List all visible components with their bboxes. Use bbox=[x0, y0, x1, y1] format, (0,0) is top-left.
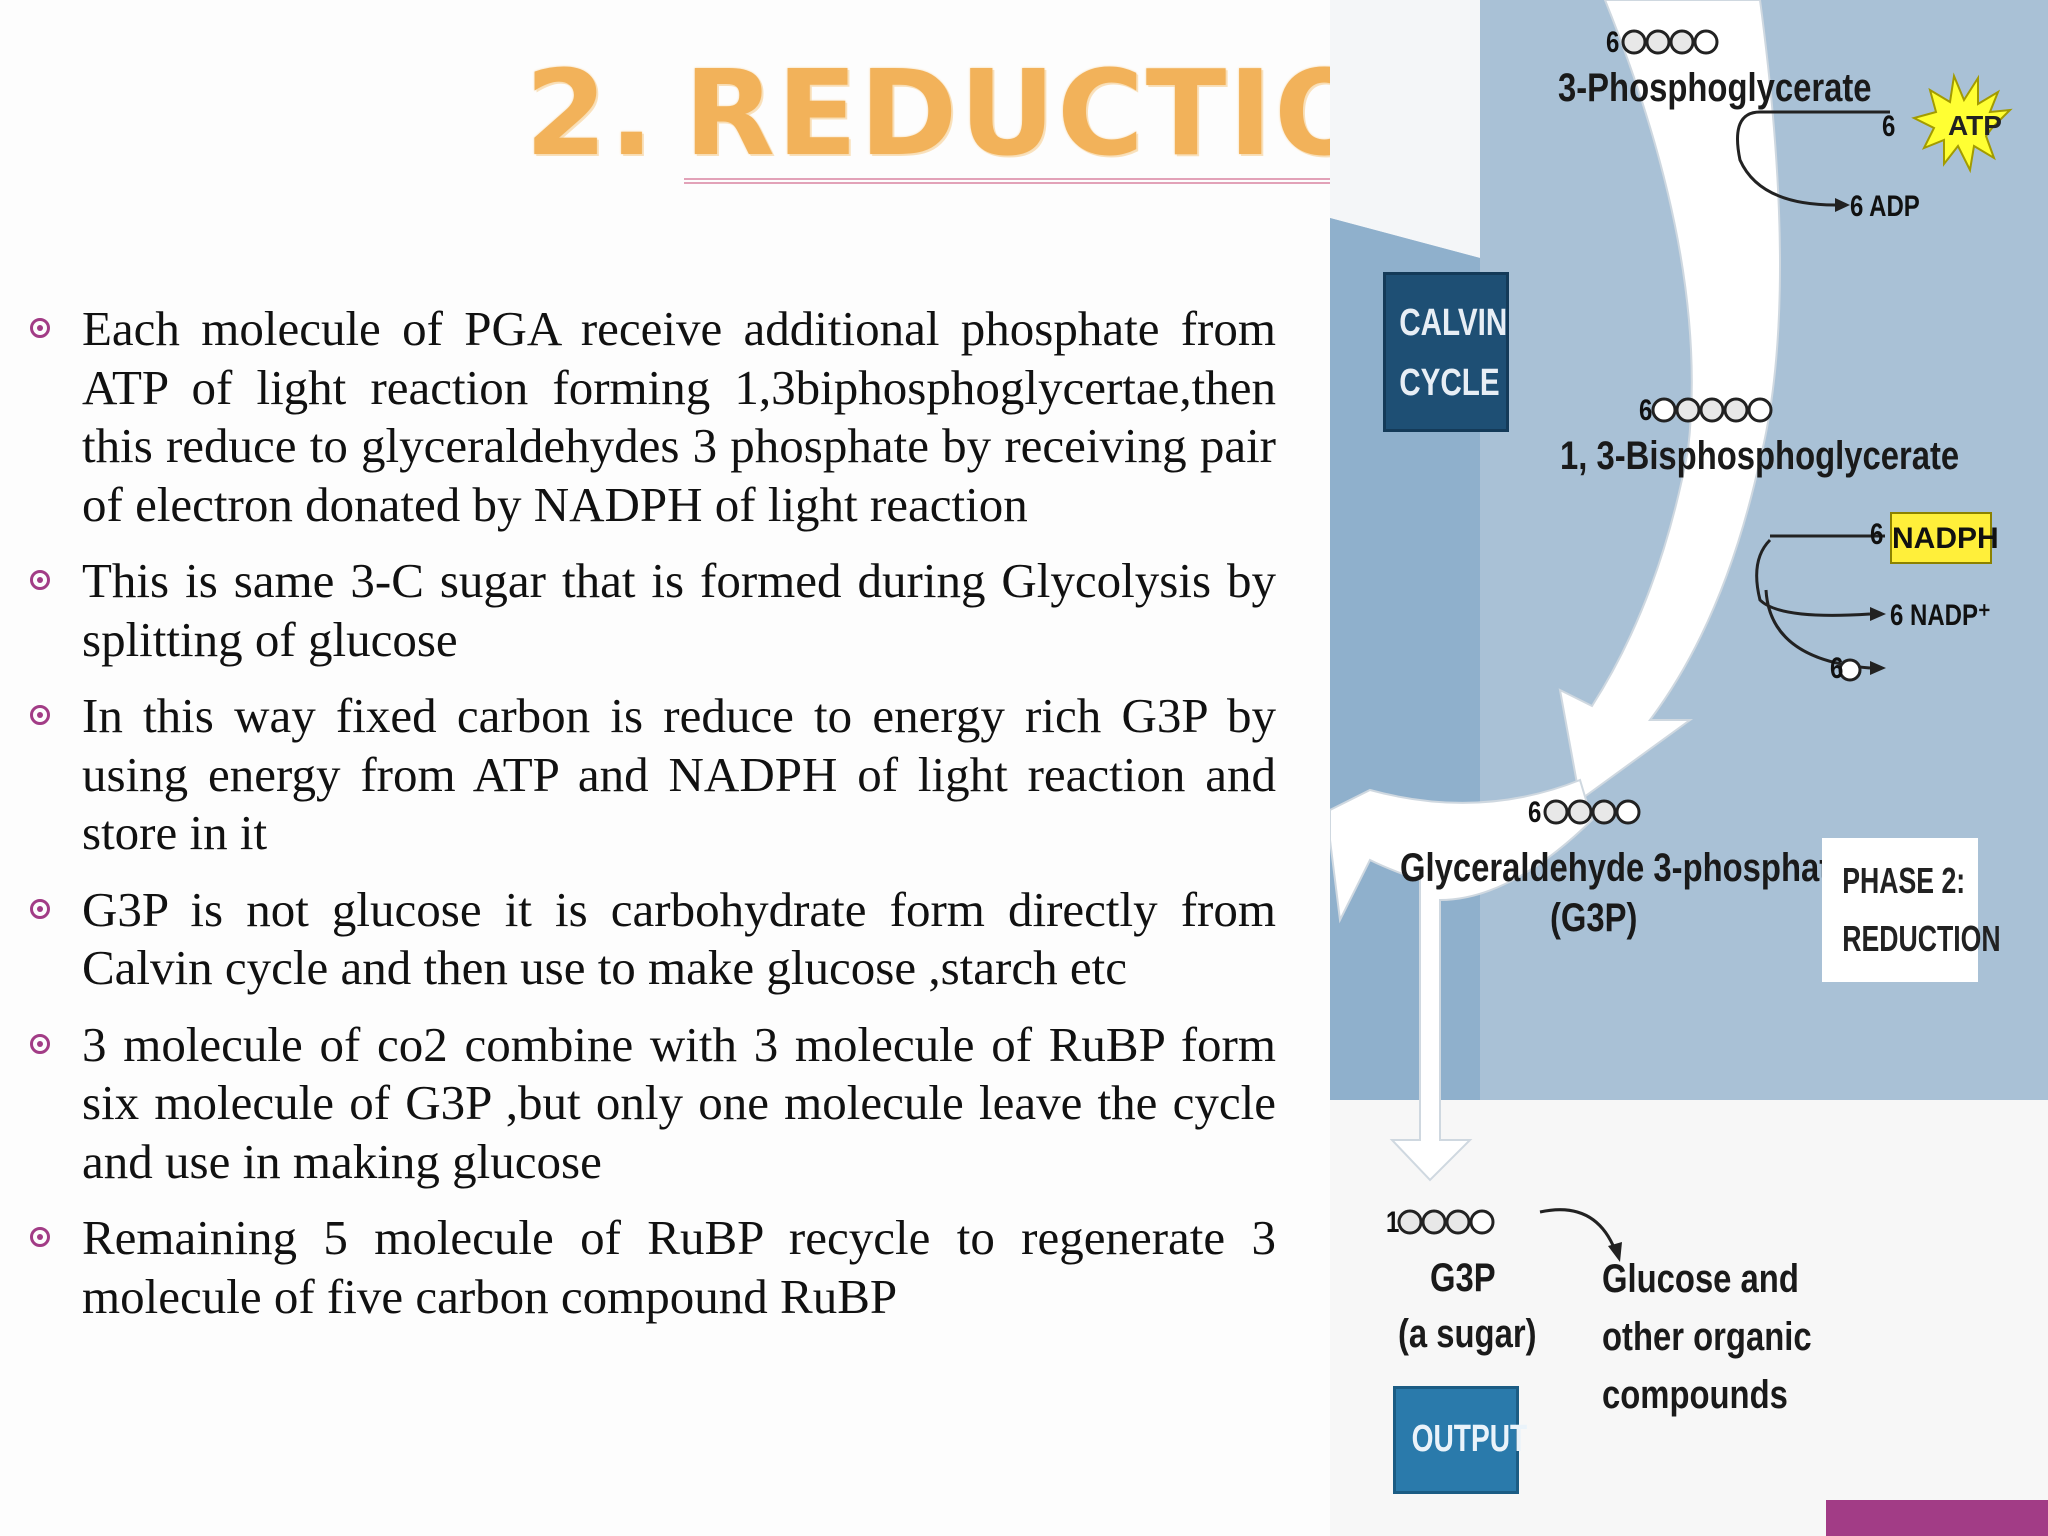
bullet-item: Remaining 5 molecule of RuBP recycle to … bbox=[24, 1209, 1276, 1326]
bullet-icon bbox=[30, 1033, 50, 1054]
bullet-icon bbox=[30, 705, 50, 725]
panel-cutout bbox=[1330, 0, 1480, 258]
molecule-g3p-icon bbox=[1543, 799, 1641, 825]
pi-count: 6 bbox=[1830, 652, 1844, 685]
title-number: 2. bbox=[525, 44, 656, 182]
bullet-icon bbox=[30, 570, 50, 590]
glucose-note: Glucose and other organic compounds bbox=[1602, 1250, 1812, 1424]
bullet-item: 3 molecule of co2 combine with 3 molecul… bbox=[24, 1016, 1276, 1192]
glucose-line-1: Glucose and bbox=[1602, 1257, 1799, 1301]
g3p-label: Glyceraldehyde 3-phosphate bbox=[1400, 846, 1849, 890]
bullet-item: This is same 3-C sugar that is formed du… bbox=[24, 552, 1276, 669]
nadp-label: 6 NADP⁺ bbox=[1890, 599, 1991, 632]
g3p-count: 6 bbox=[1528, 796, 1542, 829]
out-sublabel: (a sugar) bbox=[1398, 1312, 1537, 1356]
bullet-text: G3P is not glucose it is carbohydrate fo… bbox=[82, 881, 1276, 996]
atp-arrow-icon bbox=[1736, 110, 1836, 207]
nadph-arrow-icon bbox=[1755, 538, 1871, 617]
pga-count: 6 bbox=[1606, 26, 1620, 59]
bullet-text: This is same 3-C sugar that is formed du… bbox=[82, 553, 1276, 667]
g3p-sublabel: (G3P) bbox=[1550, 896, 1638, 940]
molecule-out-icon bbox=[1397, 1209, 1495, 1235]
bullet-text: Each molecule of PGA receive additional … bbox=[82, 301, 1276, 532]
bullet-icon bbox=[30, 318, 50, 338]
bullet-text: In this way fixed carbon is reduce to en… bbox=[82, 688, 1276, 860]
bullet-item: Each molecule of PGA receive additional … bbox=[24, 300, 1276, 534]
bullet-item: In this way fixed carbon is reduce to en… bbox=[24, 687, 1276, 863]
pga-label: 3-Phosphoglycerate bbox=[1558, 66, 1872, 110]
phosphate-icon bbox=[1838, 658, 1862, 682]
calvin-cycle-box: CALVIN CYCLE bbox=[1383, 272, 1509, 432]
bullet-list: Each molecule of PGA receive additional … bbox=[24, 300, 1276, 1344]
cycle-arrow-icon bbox=[1558, 0, 1781, 802]
nadph-label: NADPH bbox=[1890, 512, 1999, 564]
molecule-bpg-icon bbox=[1651, 397, 1773, 423]
bullet-text: Remaining 5 molecule of RuBP recycle to … bbox=[82, 1210, 1276, 1324]
bullet-icon bbox=[30, 898, 50, 919]
corner-accent bbox=[1826, 1500, 2048, 1536]
bullet-text: 3 molecule of co2 combine with 3 molecul… bbox=[82, 1016, 1276, 1189]
bpg-label: 1, 3-Bisphosphoglycerate bbox=[1560, 434, 1960, 478]
atp-star-icon bbox=[1911, 72, 2013, 174]
output-label: OUTPUT bbox=[1411, 1418, 1528, 1460]
bpg-count: 6 bbox=[1639, 394, 1653, 427]
output-box: OUTPUT bbox=[1393, 1386, 1528, 1494]
calvin-cycle-figure: 6 3-Phosphoglycerate 6 1, 3-Bisphosphogl… bbox=[1330, 0, 2048, 1536]
out-label: G3P bbox=[1430, 1256, 1496, 1300]
output-arrow-icon bbox=[1330, 778, 1594, 1182]
glucose-line-3: compounds bbox=[1602, 1373, 1788, 1417]
calvin-line-1: CALVIN bbox=[1399, 302, 1508, 344]
phase-box: PHASE 2: REDUCTION bbox=[1822, 838, 2001, 982]
bullet-item: G3P is not glucose it is carbohydrate fo… bbox=[24, 881, 1276, 998]
glucose-line-2: other organic bbox=[1602, 1315, 1812, 1359]
nadph-count: 6 bbox=[1870, 518, 1884, 551]
phase-line-2: REDUCTION bbox=[1842, 918, 2001, 959]
calvin-line-2: CYCLE bbox=[1399, 362, 1500, 404]
atp-count: 6 bbox=[1882, 110, 1896, 143]
bullet-icon bbox=[30, 1227, 50, 1247]
atp-label: ATP bbox=[1948, 110, 2002, 141]
adp-label: 6 ADP bbox=[1850, 190, 1920, 223]
molecule-pga-icon bbox=[1621, 29, 1719, 55]
out-count: 1 bbox=[1386, 1206, 1400, 1239]
phase-line-1: PHASE 2: bbox=[1842, 860, 1966, 901]
